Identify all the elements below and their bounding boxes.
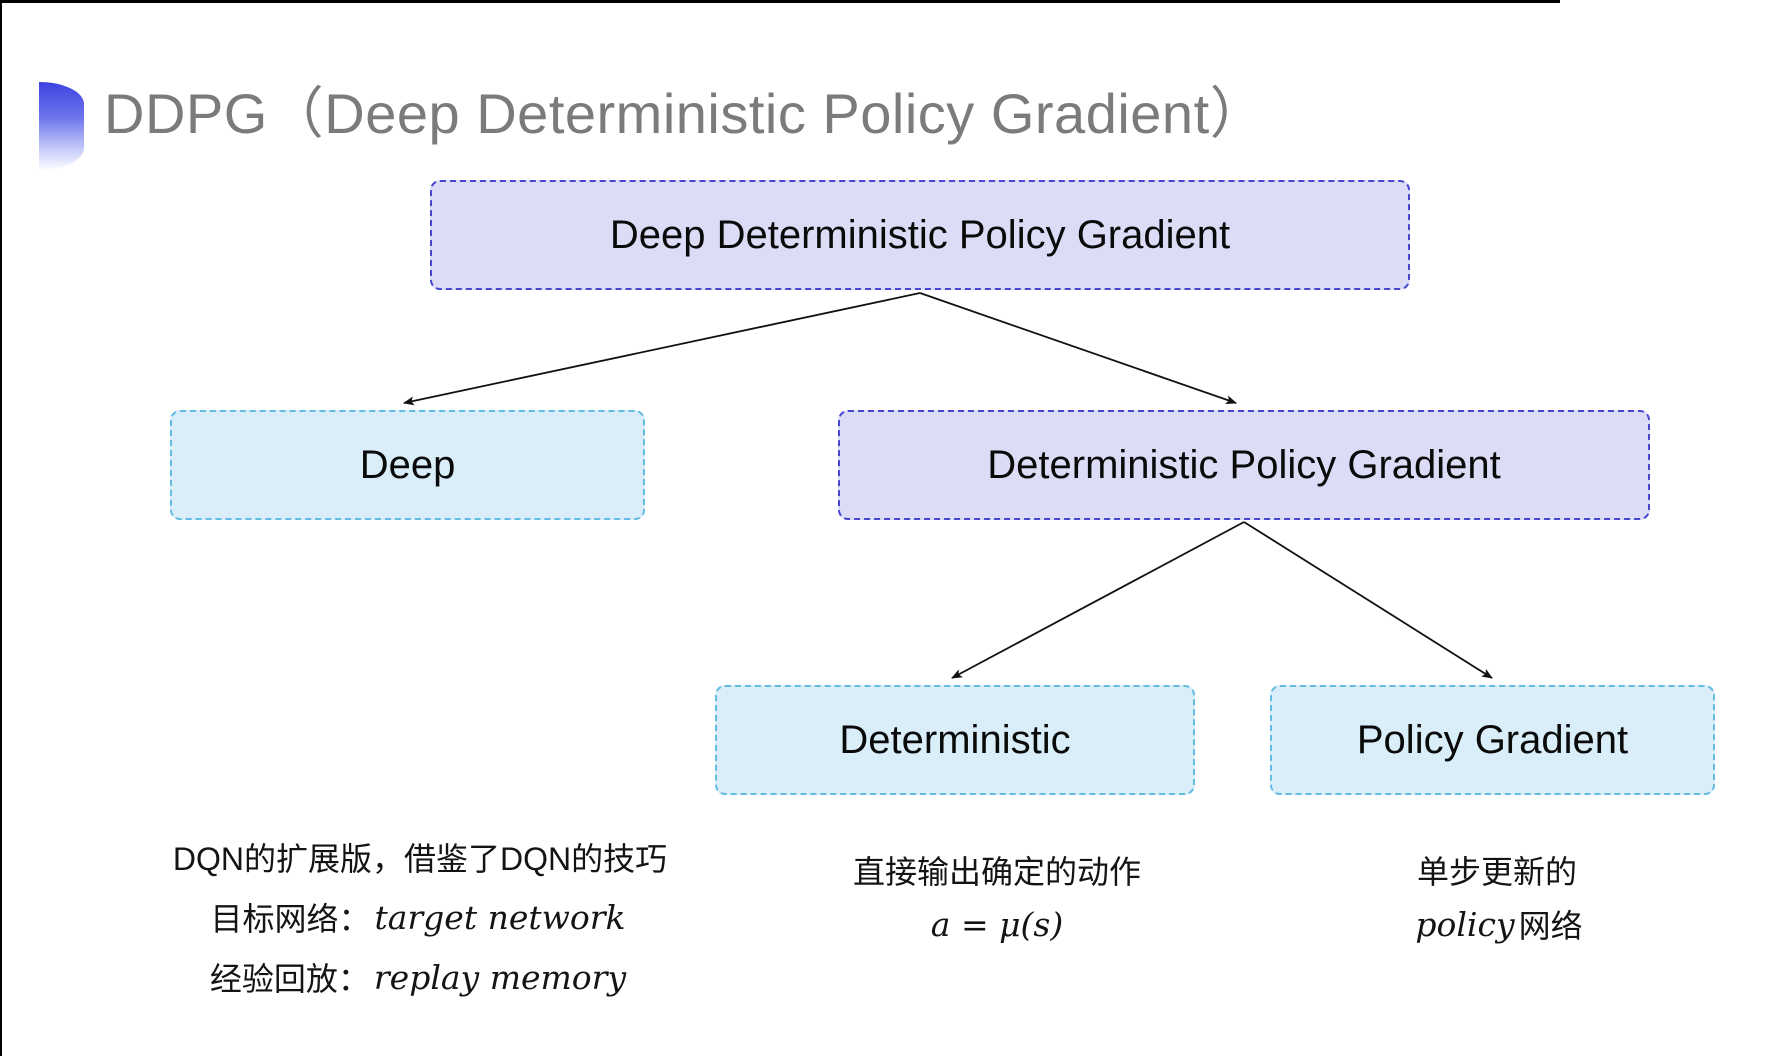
frame-left-edge	[0, 0, 2, 1056]
note-text: 直接输出确定的动作	[852, 854, 1142, 890]
note-text-italic: target network	[374, 897, 626, 937]
frame-top-edge	[0, 0, 1560, 3]
slide-title: DDPG（Deep Deterministic Policy Gradient）	[104, 82, 1267, 145]
node-deterministic: Deterministic	[715, 685, 1195, 795]
note-text-italic: policy	[1415, 904, 1515, 944]
note-text: 网络	[1518, 908, 1583, 944]
note-line: 单步更新的	[1411, 843, 1582, 897]
note-text: DQN的扩展版，借鉴了DQN的技巧	[172, 841, 668, 877]
note-line: 直接输出确定的动作	[853, 843, 1141, 897]
arrow-dpg-to-policy-gradient	[1243, 521, 1493, 679]
node-label: Deterministic	[839, 717, 1071, 762]
note-line: a = μ(s)	[853, 897, 1141, 951]
note-line: 目标网络： target network	[173, 887, 667, 947]
note-deterministic: 直接输出确定的动作 a = μ(s)	[853, 843, 1141, 951]
node-label: Deep Deterministic Policy Gradient	[609, 212, 1231, 257]
arrow-dpg-to-deterministic	[951, 521, 1245, 679]
note-text: 经验回放：	[209, 961, 370, 997]
node-deep-deterministic-policy-gradient: Deep Deterministic Policy Gradient	[430, 180, 1410, 290]
note-text: 目标网络：	[210, 901, 371, 937]
node-deterministic-policy-gradient: Deterministic Policy Gradient	[838, 410, 1650, 520]
note-text-italic: replay memory	[373, 957, 627, 997]
node-label: Policy Gradient	[1356, 717, 1629, 762]
note-deep: DQN的扩展版，借鉴了DQN的技巧 目标网络： target network 经…	[173, 827, 667, 1007]
node-label: Deep	[359, 442, 456, 487]
node-deep: Deep	[170, 410, 645, 520]
note-text: 单步更新的	[1416, 854, 1577, 890]
node-label: Deterministic Policy Gradient	[987, 442, 1501, 487]
note-formula: a = μ(s)	[930, 904, 1064, 944]
arrow-root-to-deep	[403, 292, 921, 406]
arrow-root-to-dpg	[919, 292, 1237, 404]
node-policy-gradient: Policy Gradient	[1270, 685, 1715, 795]
note-line: DQN的扩展版，借鉴了DQN的技巧	[173, 827, 667, 887]
note-policy-gradient: 单步更新的 policy 网络	[1411, 843, 1582, 951]
note-line: policy 网络	[1411, 897, 1582, 951]
note-line: 经验回放： replay memory	[173, 947, 667, 1007]
title-bullet-shape	[39, 82, 84, 170]
